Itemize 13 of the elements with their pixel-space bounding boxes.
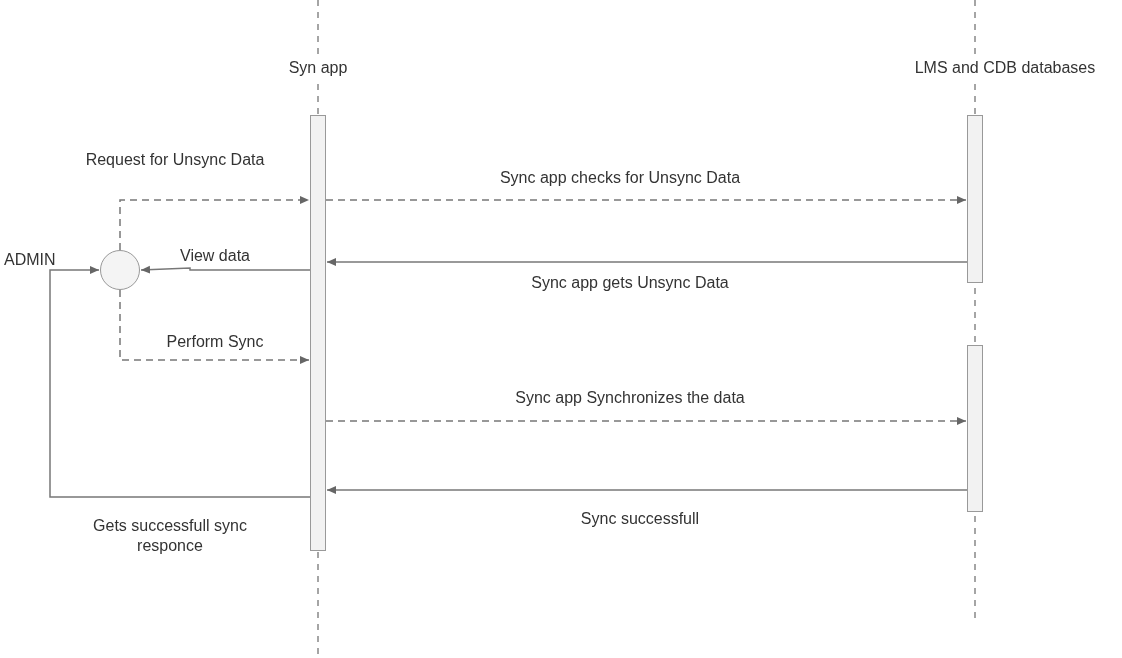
activation-bar xyxy=(967,115,983,283)
dashed-arrow xyxy=(119,196,310,251)
dashed-arrow xyxy=(119,289,310,364)
actor-circle xyxy=(100,250,140,290)
dashed-arrow xyxy=(325,417,967,425)
arrow xyxy=(326,258,968,266)
activation-bar xyxy=(967,345,983,512)
activation-bar xyxy=(310,115,326,551)
arrow xyxy=(140,265,311,274)
arrow xyxy=(49,266,311,498)
dashed-arrow xyxy=(325,196,967,204)
arrow xyxy=(326,486,968,494)
actor-label: ADMIN xyxy=(4,250,57,270)
